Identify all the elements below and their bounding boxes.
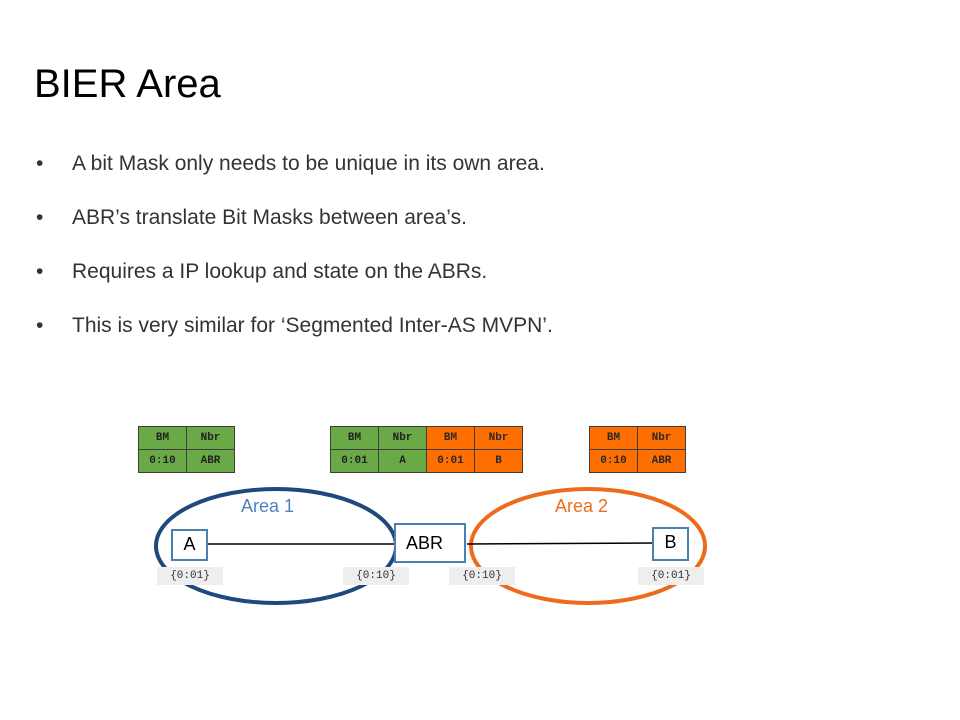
bullet-icon: • (36, 260, 44, 283)
link-abr-b (466, 542, 653, 545)
bullet-icon: • (36, 206, 44, 229)
bullet-list: • A bit Mask only needs to be unique in i… (36, 146, 553, 362)
router-abr: ABR (394, 523, 466, 563)
bitmask-label-abr-area1: {0:10} (343, 567, 409, 585)
bullet-text: ABR’s translate Bit Masks between area’s… (72, 206, 467, 229)
router-a: A (171, 529, 208, 561)
table-cell: 0:10 (138, 449, 187, 473)
bitmask-label-a: {0:01} (157, 567, 223, 585)
table-header: BM (330, 426, 379, 450)
table-cell: 0:01 (330, 449, 379, 473)
bullet-item: • ABR’s translate Bit Masks between area’… (36, 200, 553, 254)
slide-title: BIER Area (34, 62, 221, 106)
bier-table-abr: BM Nbr BM Nbr 0:01 A 0:01 B (330, 426, 523, 473)
bullet-text: This is very similar for ‘Segmented Inte… (72, 314, 553, 337)
bitmask-label-b: {0:01} (638, 567, 704, 585)
table-cell: ABR (186, 449, 235, 473)
area2-label: Area 2 (555, 496, 609, 516)
table-header: Nbr (186, 426, 235, 450)
bitmask-label-abr-area2: {0:10} (449, 567, 515, 585)
bullet-item: • A bit Mask only needs to be unique in i… (36, 146, 553, 200)
table-header: Nbr (474, 426, 523, 450)
table-cell: 0:01 (426, 449, 475, 473)
bullet-item: • Requires a IP lookup and state on the A… (36, 254, 553, 308)
table-cell: ABR (637, 449, 686, 473)
table-header: BM (589, 426, 638, 450)
table-header: BM (138, 426, 187, 450)
table-cell: B (474, 449, 523, 473)
bullet-item: • This is very similar for ‘Segmented Int… (36, 308, 553, 362)
table-cell: A (378, 449, 427, 473)
table-header: BM (426, 426, 475, 450)
bullet-text: Requires a IP lookup and state on the AB… (72, 260, 488, 283)
table-cell: 0:10 (589, 449, 638, 473)
table-header: Nbr (637, 426, 686, 450)
bullet-text: A bit Mask only needs to be unique in it… (72, 152, 545, 175)
router-b: B (652, 527, 689, 561)
table-header: Nbr (378, 426, 427, 450)
bullet-icon: • (36, 314, 44, 337)
bullet-icon: • (36, 152, 44, 175)
area1-label: Area 1 (241, 496, 295, 516)
